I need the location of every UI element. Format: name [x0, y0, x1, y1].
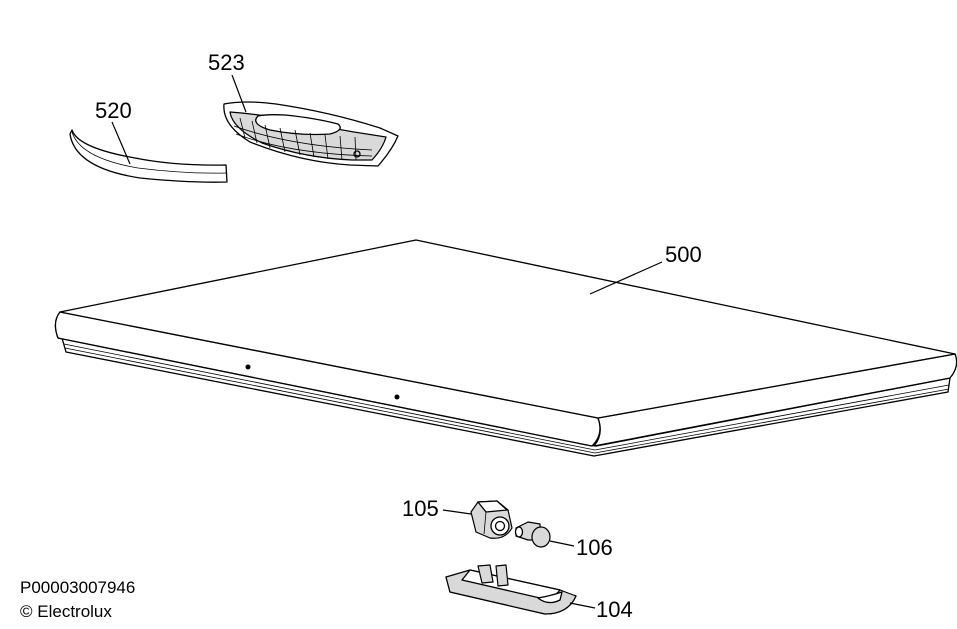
label-523: 523 — [208, 50, 245, 75]
part-105-hinge-bracket — [470, 500, 513, 539]
part-523-handle — [223, 101, 399, 167]
part-104-hinge-cover — [445, 564, 577, 615]
label-104: 104 — [596, 597, 633, 622]
leader-500 — [589, 261, 663, 295]
document-number: P00003007946 — [20, 578, 136, 597]
label-106: 106 — [576, 535, 613, 560]
leader-105 — [442, 509, 472, 515]
leader-104 — [569, 602, 596, 609]
label-500: 500 — [665, 242, 702, 267]
part-500-top-panel — [54, 239, 957, 457]
leader-106 — [549, 540, 575, 547]
label-520: 520 — [95, 98, 132, 123]
part-520-curved-strip — [69, 129, 228, 183]
leader-523 — [231, 74, 247, 113]
leader-520 — [111, 121, 131, 165]
part-106-pin — [514, 521, 551, 548]
copyright-notice: © Electrolux — [20, 602, 112, 621]
label-105: 105 — [402, 496, 439, 521]
